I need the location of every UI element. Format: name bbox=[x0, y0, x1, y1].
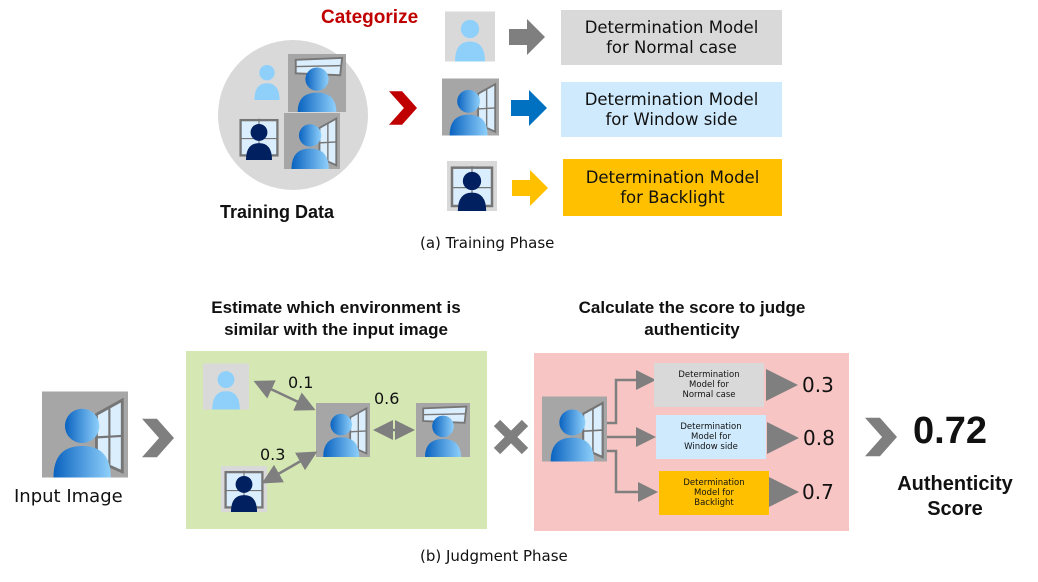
model-subtitle: Window side bbox=[684, 442, 738, 453]
input-image-label: Input Image bbox=[14, 486, 123, 507]
arrow-right-icon bbox=[512, 170, 548, 206]
chevron-right-icon bbox=[865, 417, 897, 457]
model-title: Determination bbox=[680, 421, 742, 432]
model-title-2: Model for bbox=[694, 487, 734, 498]
training-data-circle bbox=[218, 40, 368, 190]
backlight-person-icon bbox=[447, 160, 497, 212]
estimate-heading-line2: similar with the input image bbox=[224, 320, 448, 339]
window-top-person-icon bbox=[288, 54, 346, 112]
categorize-label: Categorize bbox=[321, 7, 419, 28]
estimate-heading: Estimate which environment is similar wi… bbox=[186, 297, 486, 341]
similarity-backlight: 0.3 bbox=[260, 445, 286, 464]
authenticity-label-line2: Score bbox=[927, 498, 983, 520]
window-side-person-icon bbox=[442, 78, 499, 136]
normal-person-icon bbox=[246, 58, 288, 100]
calc-heading-line2: authenticity bbox=[644, 320, 740, 339]
judgment-phase-caption: (b) Judgment Phase bbox=[420, 547, 568, 565]
score-normal: 0.3 bbox=[802, 373, 834, 397]
similarity-window-top: 0.6 bbox=[374, 389, 400, 408]
authenticity-score-label: Authenticity Score bbox=[880, 472, 1030, 522]
chevron-right-icon bbox=[389, 91, 417, 125]
input-image-icon bbox=[42, 391, 128, 478]
normal-person-icon bbox=[445, 11, 495, 62]
model-title: Determination Model bbox=[584, 17, 759, 37]
training-phase-caption: (a) Training Phase bbox=[420, 234, 555, 252]
model-title: Determination Model bbox=[584, 89, 759, 109]
similarity-arrows bbox=[253, 380, 415, 484]
similarity-normal: 0.1 bbox=[288, 373, 314, 392]
training-data-label: Training Data bbox=[220, 202, 335, 222]
model-title: Determination Model bbox=[585, 167, 760, 187]
authenticity-label-line1: Authenticity bbox=[897, 473, 1013, 495]
model-subtitle: for Normal case bbox=[606, 37, 737, 57]
model-title: Determination bbox=[683, 477, 745, 488]
window-side-person-icon bbox=[284, 112, 340, 170]
multiply-icon bbox=[493, 419, 529, 455]
arrow-right-icon bbox=[509, 19, 545, 55]
score-window-side: 0.8 bbox=[803, 426, 835, 450]
model-title-2: Model for bbox=[691, 431, 731, 442]
calc-heading-line1: Calculate the score to judge bbox=[578, 298, 806, 317]
arrow-right-icon bbox=[511, 90, 547, 126]
model-subtitle: Normal case bbox=[682, 390, 736, 401]
estimate-heading-line1: Estimate which environment is bbox=[211, 298, 461, 317]
similarity-arrow-normal bbox=[253, 380, 316, 411]
calc-heading: Calculate the score to judge authenticit… bbox=[537, 297, 847, 341]
model-subtitle: for Window side bbox=[605, 109, 738, 129]
branch-arrows bbox=[607, 369, 799, 508]
similarity-arrow-backlight bbox=[261, 451, 318, 484]
score-backlight: 0.7 bbox=[802, 480, 834, 504]
authenticity-score-value: 0.72 bbox=[913, 410, 987, 452]
estimate-panel: 0.1 0.6 0.3 bbox=[186, 351, 487, 529]
model-title: Determination bbox=[678, 369, 740, 380]
model-title-2: Model for bbox=[689, 379, 729, 390]
backlight-person-icon bbox=[236, 112, 282, 162]
model-subtitle: for Backlight bbox=[620, 187, 725, 207]
model-subtitle: Backlight bbox=[694, 498, 734, 509]
chevron-right-icon bbox=[142, 418, 174, 458]
